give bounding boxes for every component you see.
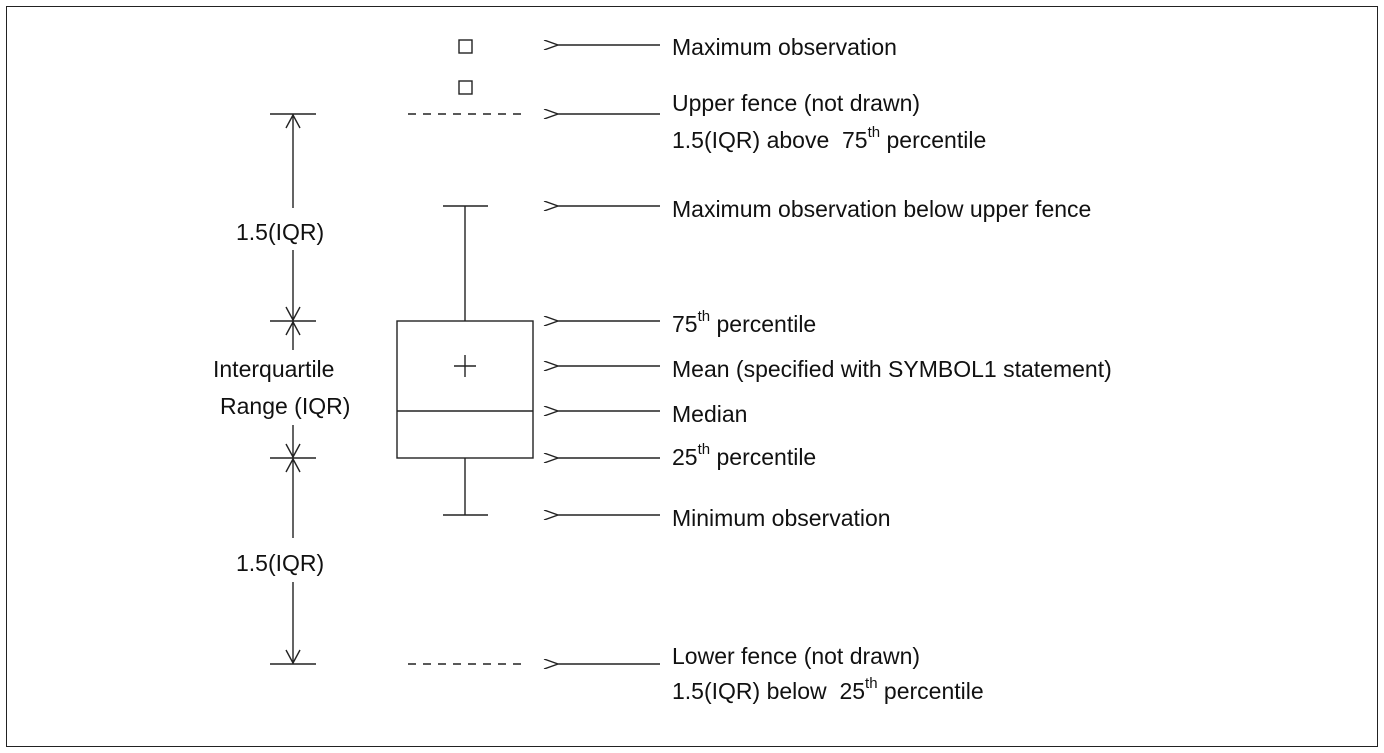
label-median: Median <box>672 401 747 427</box>
upper-iqr-label: 1.5(IQR) <box>236 219 324 245</box>
label-upper-fence: Upper fence (not drawn) <box>672 90 920 116</box>
label-min-obs: Minimum observation <box>672 505 891 531</box>
lower-iqr-label: 1.5(IQR) <box>236 550 324 576</box>
lower-iqr-dimension <box>270 457 316 665</box>
label-mean: Mean (specified with SYMBOL1 statement) <box>672 356 1112 382</box>
iqr-box <box>396 320 534 459</box>
iqr-label-line2: Range (IQR) <box>220 393 350 419</box>
label-upper-fence-rule: 1.5(IQR) above 75th percentile <box>672 124 986 153</box>
label-max-obs: Maximum observation <box>672 34 897 60</box>
upper-iqr-dimension <box>270 113 316 322</box>
outlier-marker <box>458 80 473 95</box>
label-lower-fence: Lower fence (not drawn) <box>672 643 920 669</box>
label-lower-fence-rule: 1.5(IQR) below 25th percentile <box>672 675 984 704</box>
iqr-dimension <box>270 320 316 459</box>
iqr-label-line1: Interquartile <box>213 356 334 382</box>
diagram-frame <box>6 6 1378 747</box>
mean-marker <box>454 355 476 377</box>
label-p75: 75th percentile <box>672 308 816 337</box>
outlier-marker-max <box>458 39 473 54</box>
label-p25: 25th percentile <box>672 441 816 470</box>
label-max-below-fence: Maximum observation below upper fence <box>672 196 1091 222</box>
